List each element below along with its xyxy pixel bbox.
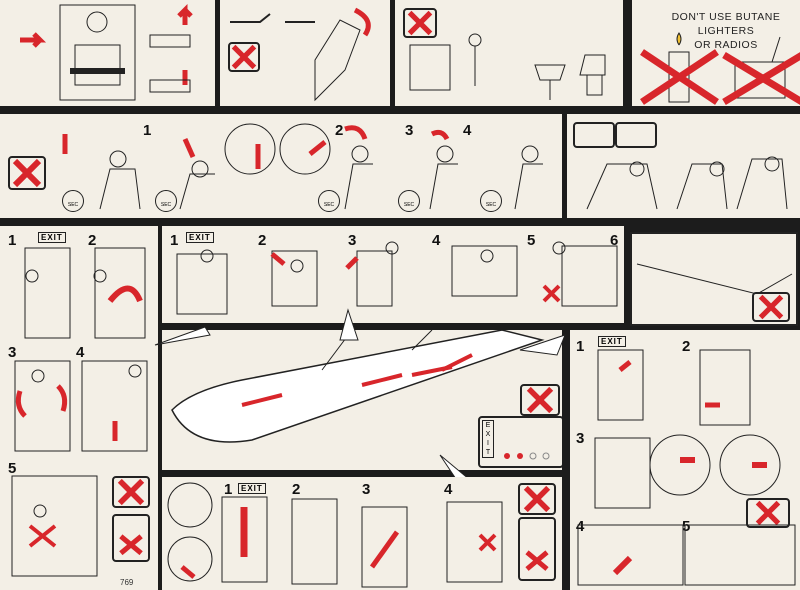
door-opening-illustration [11,247,148,577]
sec-label: SEC [485,202,497,208]
door-slide-panel: 1 EXIT 2 3 4 [162,477,562,590]
no-jump-icon [746,498,790,528]
step-number: 4 [463,122,472,139]
door-slide-illustration [167,482,503,588]
step-number: 5 [8,460,17,477]
warning-line-2: OR RADIOS [694,39,758,51]
door-exit-panel: 1 2 3 4 5 EXIT 769 [0,226,158,590]
rear-exit-panel: 1 EXIT 2 3 4 5 [570,330,800,590]
no-smoking-icon [8,156,46,190]
no-jump-icon [752,292,790,322]
takeoff-landing-icon [230,7,371,102]
overwing-exit-panel: 1 EXIT 2 3 4 5 6 [162,226,624,323]
step-number: 2 [292,481,301,498]
wing-evacuation-panel [630,232,798,326]
exit-letter: T [485,449,491,456]
stopwatch-icon: SEC [318,190,340,212]
seatbelt-illustration [20,3,193,101]
step-number: 4 [444,481,453,498]
lighters-radios-panel: DON'T USE BUTANE LIGHTERS OR RADIOS [625,0,800,106]
no-smoking-icon [228,42,260,72]
no-jump-icon [112,476,150,508]
no-jump-icon [520,384,560,416]
step-number: 1 [576,338,585,355]
sec-label: SEC [403,202,415,208]
stopwatch-icon: SEC [155,190,177,212]
no-smoking-lavatory-icon [403,8,437,38]
step-number: 2 [258,232,267,249]
stopwatch-icon: SEC [398,190,420,212]
no-luggage-icon [112,514,150,562]
brace-position-illustration [586,156,788,210]
stopwatch-icon: SEC [480,190,502,212]
step-number: 4 [76,344,85,361]
oxygen-mask-illustration [62,123,543,210]
step-number: 5 [682,518,691,535]
step-number: 2 [682,338,691,355]
step-number: 1 [143,122,152,139]
step-number: 6 [610,232,619,249]
card-code: 769 [120,578,134,587]
oxygen-mask-panel: 1 2 3 4 SEC SEC SEC SEC SEC [0,114,562,218]
water-landing-icon [573,122,615,148]
rear-exit-illustration [577,349,796,586]
exit-sign: EXIT [598,336,626,347]
stopwatch-icon: SEC [62,190,84,212]
step-number: 3 [362,481,371,498]
exit-letter: E [485,422,491,429]
step-number: 4 [576,518,585,535]
overwing-exit-illustration [176,241,618,315]
no-smoking-takeoff-panel [220,0,390,106]
brace-position-panel [567,114,800,218]
step-number: 2 [88,232,97,249]
step-number: 4 [432,232,441,249]
exit-letter: I [487,440,489,447]
lavatory-illustration [409,33,606,100]
step-number: 3 [576,430,585,447]
warning-line-1: DON'T USE BUTANE LIGHTERS [671,11,781,37]
sec-label: SEC [67,202,79,208]
exit-letter: X [485,431,491,438]
seatbelt-panel [0,0,215,106]
exit-sign: EXIT [186,232,214,243]
step-number: 1 [170,232,179,249]
no-luggage-icon [518,517,556,581]
step-number: 2 [335,122,344,139]
warning-text: DON'T USE BUTANE LIGHTERS OR RADIOS [646,10,800,52]
step-number: 3 [348,232,357,249]
step-number: 5 [527,232,536,249]
floor-lights-icon [504,452,550,460]
sec-label: SEC [323,202,335,208]
exit-sign: EXIT [238,483,266,494]
exit-sign: EXIT [38,232,66,243]
step-number: 1 [224,481,233,498]
step-number: 3 [8,344,17,361]
lavatory-panel [395,0,623,106]
step-number: 3 [405,122,414,139]
step-number: 1 [8,232,17,249]
no-jump-icon [518,483,556,515]
lighter-radio-prohibited-icon [640,32,800,105]
sec-label: SEC [160,202,172,208]
crash-landing-icon [615,122,657,148]
